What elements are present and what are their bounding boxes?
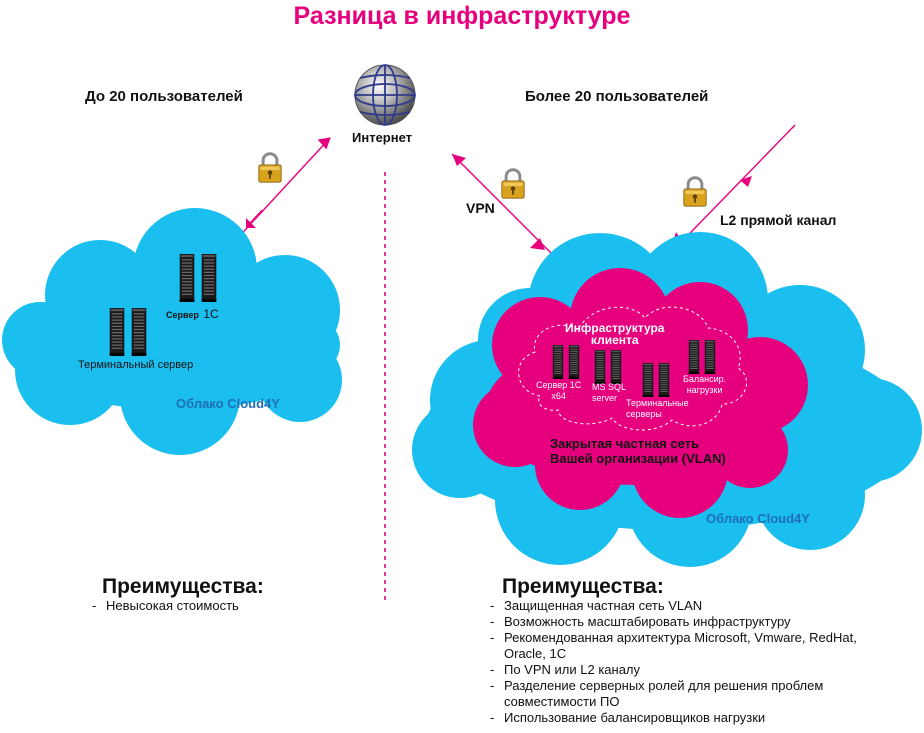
server-rack-icon: [688, 340, 700, 374]
infra-outline: [518, 306, 748, 431]
list-item: Возможность масштабировать инфраструктур…: [488, 614, 868, 630]
page-title: Разница в инфраструктуре: [293, 2, 631, 30]
terminal-servers-label: Терминальные серверы: [626, 398, 689, 420]
left-heading: До 20 пользователей: [85, 88, 243, 105]
vlan-label: Закрытая частная сеть Вашей организации …: [550, 436, 726, 466]
internet-label: Интернет: [352, 130, 413, 145]
server-1c-x64-label: Сервер 1С x64: [536, 380, 581, 402]
list-item: Невысокая стоимость: [90, 598, 350, 614]
balancer-line2: нагрузки: [686, 385, 723, 395]
infra-label-line1: Инфраструктура: [565, 321, 665, 335]
server-rack-icon: [594, 350, 606, 384]
terminal-servers-line2: серверы: [626, 409, 662, 419]
right-advantages-list: Защищенная частная сеть VLAN Возможность…: [488, 598, 868, 726]
server-rack-icon: [552, 345, 564, 379]
lock-icon: [682, 176, 708, 207]
server-rack-icon: [658, 363, 670, 397]
right-cloud-label: Облако Cloud4Y: [706, 511, 810, 526]
ms-sql-line1: MS SQL: [592, 382, 627, 392]
server-1c-label: Сервер 1С: [166, 305, 219, 323]
left-advantages-list: Невысокая стоимость: [90, 598, 350, 614]
right-heading: Более 20 пользователей: [525, 88, 709, 105]
l2-label: L2 прямой канал: [720, 212, 837, 228]
ms-sql-line2: server: [592, 393, 618, 403]
right-advantages-title: Преимущества:: [502, 575, 664, 598]
infra-label-line2: клиента: [590, 333, 639, 347]
balancer-label: Балансир. нагрузки: [683, 374, 726, 396]
infra-label: Инфраструктура клиента: [565, 322, 664, 346]
lock-icon: [500, 168, 526, 199]
left-advantages-title: Преимущества:: [102, 575, 264, 598]
lock-icon: [257, 152, 283, 183]
server-1c-prefix: Сервер: [166, 310, 199, 320]
vlan-label-line2: Вашей организации (VLAN): [550, 451, 726, 466]
list-item: Разделение серверных ролей для решения п…: [488, 678, 868, 710]
ms-sql-label: MS SQL server: [592, 382, 626, 404]
server-1c-x64-line1: Сервер 1С: [536, 380, 582, 390]
terminal-server-label: Терминальный сервер: [78, 359, 194, 371]
terminal-servers-line1: Терминальные: [626, 398, 689, 408]
server-rack-icon: [704, 340, 716, 374]
list-item: Защищенная частная сеть VLAN: [488, 598, 868, 614]
list-item: По VPN или L2 каналу: [488, 662, 868, 678]
list-item: Рекомендованная архитектура Microsoft, V…: [488, 630, 868, 662]
vlan-label-line1: Закрытая частная сеть: [550, 436, 700, 451]
server-rack-icon: [642, 363, 654, 397]
left-cloud: [2, 208, 342, 455]
server-1c-x64-line2: x64: [551, 391, 566, 401]
globe-icon: [354, 64, 416, 126]
server-rack-icon: [610, 350, 622, 384]
server-1c-suffix: 1С: [203, 307, 219, 321]
balancer-line1: Балансир.: [683, 374, 727, 384]
left-cloud-label: Облако Cloud4Y: [176, 396, 280, 411]
vpn-label: VPN: [466, 200, 495, 216]
list-item: Использование балансировщиков нагрузки: [488, 710, 868, 726]
server-rack-icon: [568, 345, 580, 379]
